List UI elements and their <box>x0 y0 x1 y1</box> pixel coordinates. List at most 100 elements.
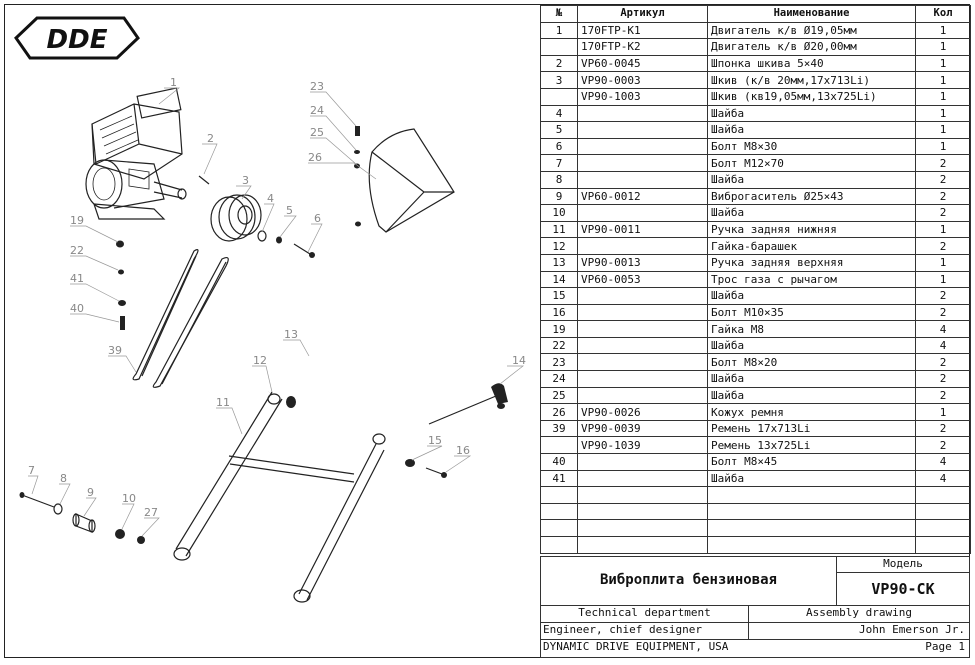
row-name: Ручка задняя нижняя <box>707 220 916 239</box>
callout-16: 16 <box>456 444 470 457</box>
row-article: VP90-1003 <box>577 87 708 106</box>
row-article: VP90-0039 <box>577 419 708 438</box>
pulley-part <box>210 194 262 242</box>
row-no: 13 <box>540 253 578 272</box>
row-name: Гайка M8 <box>707 320 916 338</box>
row-article: VP60-0053 <box>577 270 708 289</box>
callout-2: 2 <box>207 132 214 145</box>
row-name: Болт M8×30 <box>707 137 916 156</box>
table-row <box>540 536 971 554</box>
row-article <box>577 519 708 537</box>
row-name: Болт M10×35 <box>707 303 916 322</box>
row-article <box>577 536 708 554</box>
callout-11: 11 <box>216 396 230 409</box>
wing-nut-part <box>267 393 386 445</box>
row-name: Шайба <box>707 469 916 488</box>
lower-handle-part <box>173 391 385 603</box>
pulley-fasteners <box>257 230 315 258</box>
callout-39: 39 <box>108 344 122 357</box>
throttle-lever-part <box>428 383 508 425</box>
row-qty: 4 <box>915 336 971 355</box>
row-no <box>540 486 578 504</box>
row-article <box>577 336 708 355</box>
row-no: 41 <box>540 469 578 488</box>
row-qty: 2 <box>915 204 971 222</box>
table-row <box>540 486 971 504</box>
row-article <box>577 104 708 123</box>
header-qty: Кол <box>915 5 971 23</box>
leader-lines <box>28 87 525 537</box>
callout-8: 8 <box>60 472 67 485</box>
row-article: VP90-0013 <box>577 253 708 272</box>
header-no: № <box>540 5 578 23</box>
row-no: 1 <box>540 21 578 40</box>
product-name: Виброплита бензиновая <box>599 572 777 588</box>
row-qty: 2 <box>915 237 971 255</box>
callout-10: 10 <box>122 492 136 505</box>
row-article <box>577 453 708 471</box>
row-no: 16 <box>540 303 578 322</box>
row-article <box>577 320 708 338</box>
row-name <box>707 502 916 521</box>
row-qty: 1 <box>915 54 971 73</box>
row-article <box>577 154 708 172</box>
row-name: Двигатель к/в Ø20,00мм <box>707 38 916 56</box>
row-no: 19 <box>540 320 578 338</box>
designer-name: John Emerson Jr. <box>748 622 970 640</box>
row-article: VP60-0012 <box>577 187 708 206</box>
row-no: 40 <box>540 453 578 471</box>
cover-fasteners <box>354 126 360 169</box>
row-qty: 2 <box>915 419 971 438</box>
row-name: Шкив (к/в 20мм,17х713Li) <box>707 71 916 89</box>
row-no: 39 <box>540 419 578 438</box>
logo-text: DDE <box>47 25 108 55</box>
row-article <box>577 386 708 405</box>
row-name: Шайба <box>707 386 916 405</box>
row-name: Болт M8×20 <box>707 353 916 372</box>
row-no: 7 <box>540 154 578 172</box>
row-article: VP90-1039 <box>577 436 708 455</box>
row-qty: 1 <box>915 104 971 123</box>
callout-7: 7 <box>28 464 35 477</box>
row-article <box>577 170 708 189</box>
row-qty: 1 <box>915 270 971 289</box>
row-name: Шайба <box>707 370 916 388</box>
row-no: 11 <box>540 220 578 239</box>
row-name: Трос газа с рычагом <box>707 270 916 289</box>
engine-mount-fasteners <box>116 240 126 330</box>
row-article: VP60-0045 <box>577 54 708 73</box>
row-qty: 2 <box>915 436 971 455</box>
company-name: DYNAMIC DRIVE EQUIPMENT, USA <box>543 640 729 653</box>
row-article <box>577 204 708 222</box>
callout-1: 1 <box>170 76 177 89</box>
row-no <box>540 38 578 56</box>
row-no: 23 <box>540 353 578 372</box>
model-label: Модель <box>836 556 970 573</box>
callout-13: 13 <box>284 328 298 341</box>
engine-part <box>85 87 187 220</box>
callout-6: 6 <box>314 212 321 225</box>
row-name <box>707 486 916 504</box>
row-article <box>577 303 708 322</box>
title-block: Виброплита бензиновая Модель VP90-CK Tec… <box>540 556 970 658</box>
row-article <box>577 287 708 305</box>
model-value: VP90-CK <box>836 572 970 606</box>
row-no: 3 <box>540 71 578 89</box>
drawing-type: Assembly drawing <box>748 605 970 623</box>
row-no: 24 <box>540 370 578 388</box>
